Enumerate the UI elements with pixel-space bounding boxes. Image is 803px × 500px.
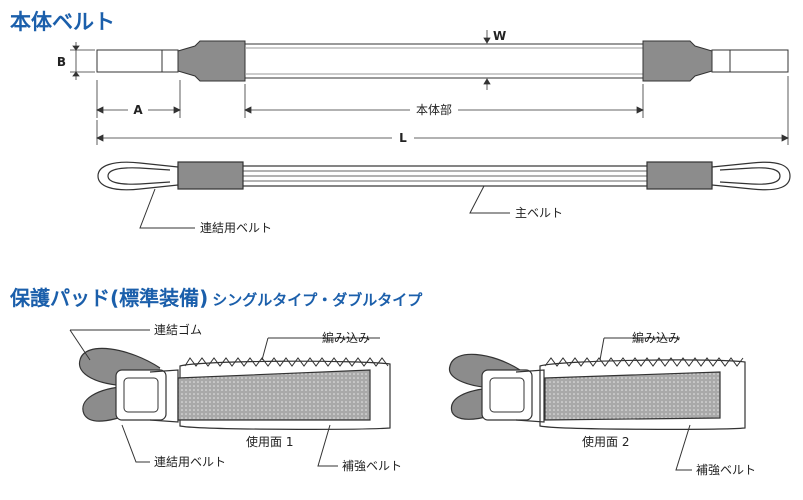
single-buckle [115,369,167,421]
single-weave [184,357,389,367]
pad-subtitle: シングルタイプ・ダブルタイプ [212,291,423,309]
single-rubber-label: 連結ゴム [154,322,202,337]
right-tab-band [711,49,731,73]
single-leaders [69,329,380,467]
left-tab [96,49,163,73]
single-reinforce-label: 補強ベルト [342,459,402,473]
double-reinforce-panel [544,371,721,421]
double-weave [544,357,744,367]
sling-main-belt-label: 主ベルト [515,206,563,220]
sling-leaders [139,185,510,229]
dim-a-label: A [133,103,143,117]
single-use-face-label: 使用面 1 [246,434,293,449]
left-eye-loop [97,161,179,191]
single-weave-label: 編み込み [322,330,370,345]
main-belt-heading: 本体ベルト [10,10,115,34]
right-tab [729,49,789,73]
belt-body [244,43,644,79]
dim-b-label: B [57,55,66,69]
left-sling-sleeve [177,161,244,190]
dim-w-label: W [493,29,506,43]
pad-heading: 保護パッド(標準装備)シングルタイプ・ダブルタイプ [10,282,422,311]
sling-connecting-belt-label: 連結用ベルト [200,221,272,235]
pad-double-diagram [448,353,746,430]
double-buckle [481,369,533,421]
double-use-face-label: 使用面 2 [582,434,629,449]
double-leaders [599,337,692,471]
single-connecting-belt-label: 連結用ベルト [154,455,226,469]
dimension-lines [70,30,789,145]
right-sleeve [642,40,713,82]
single-reinforce-panel [177,369,371,421]
flat-belt-diagram [96,40,789,82]
right-sling-sleeve [646,161,713,190]
double-weave-label: 編み込み [632,330,680,345]
pad-single-diagram [78,347,391,430]
dim-l-label: L [399,131,407,145]
left-tab-band [161,49,179,73]
double-reinforce-label: 補強ベルト [696,463,756,477]
pad-title: 保護パッド(標準装備) [10,286,209,310]
left-sleeve [177,40,246,82]
right-eye-loop [711,161,791,191]
sling-diagram [97,161,791,191]
dim-body-label: 本体部 [416,102,452,117]
